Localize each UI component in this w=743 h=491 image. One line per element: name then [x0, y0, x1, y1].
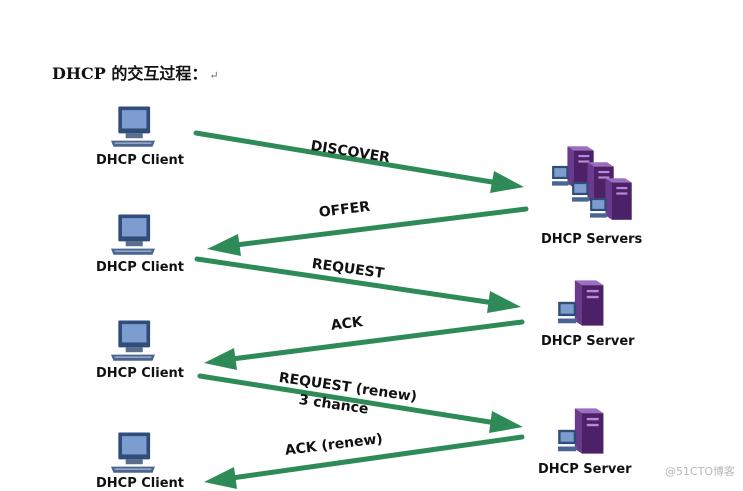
watermark: @51CTO博客 — [664, 465, 735, 478]
heading-text: DHCP 的交互过程： — [52, 64, 208, 83]
client-2-monitor-icon — [110, 213, 156, 256]
client-3-monitor-icon — [110, 319, 156, 362]
discover-arrow — [193, 130, 524, 193]
client-4-label: DHCP Client — [96, 476, 185, 491]
offer-arrow — [207, 206, 529, 256]
ack-arrow — [204, 319, 525, 370]
server-2-icon — [558, 280, 604, 326]
server-2-label: DHCP Server — [541, 334, 635, 349]
server-cluster-label: DHCP Servers — [541, 232, 643, 247]
client-2-label: DHCP Client — [96, 260, 185, 275]
server-3-icon — [558, 408, 604, 454]
client-3-label: DHCP Client — [96, 366, 185, 381]
request-arrow — [194, 256, 521, 313]
server-3-label: DHCP Server — [538, 462, 632, 477]
ack-renew-arrow — [204, 434, 525, 489]
client-1-label: DHCP Client — [96, 153, 185, 168]
server-cluster-icon — [552, 146, 632, 220]
client-4-monitor-icon — [110, 431, 156, 474]
diagram-heading: DHCP 的交互过程：↵ — [52, 60, 219, 84]
request-renew-arrow — [197, 373, 523, 433]
return-mark: ↵ — [209, 69, 219, 82]
client-1-monitor-icon — [110, 105, 156, 148]
